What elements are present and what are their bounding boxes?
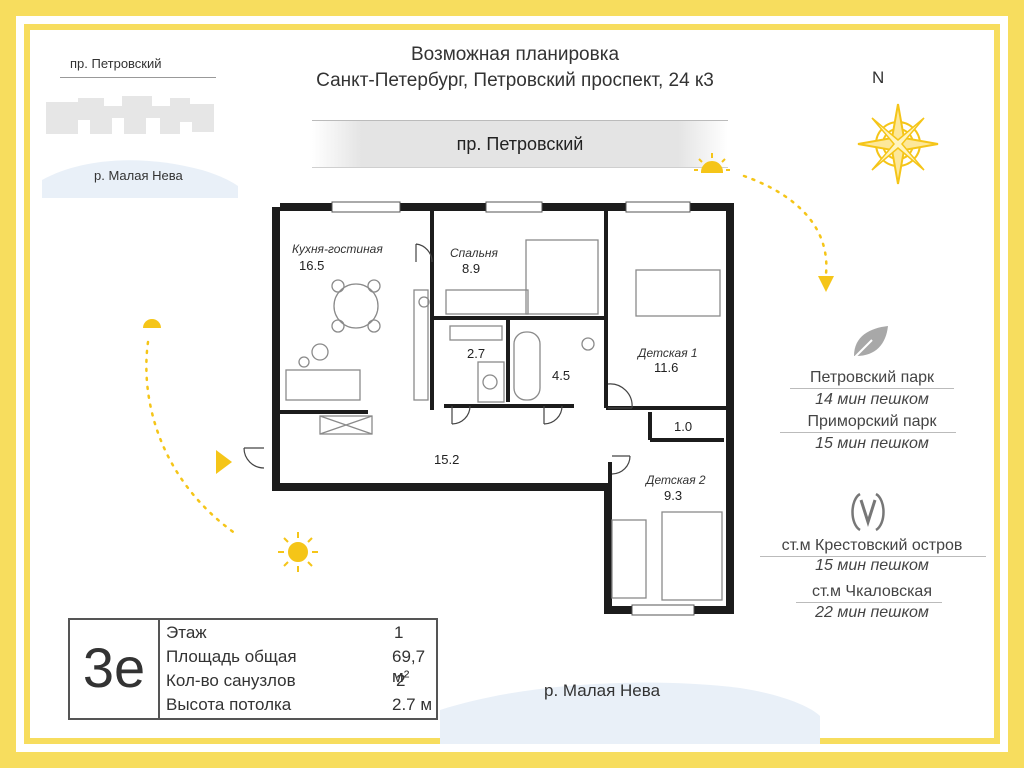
- info-row-ceiling: Высота потолка 2.7 м: [166, 695, 436, 717]
- park-2-name: Приморский парк: [807, 413, 937, 430]
- title-line-2: Санкт-Петербург, Петровский проспект, 24…: [316, 70, 714, 91]
- room-closet-area: 1.0: [674, 419, 693, 434]
- locator-buildings: [42, 96, 238, 198]
- park-2-time: 15 мин пешком: [815, 435, 929, 452]
- compass-rose-icon: [857, 103, 939, 185]
- info-row-label: Высота потолка: [166, 695, 292, 714]
- street-banner-label: пр. Петровский: [456, 134, 584, 154]
- park-1-name: Петровский парк: [809, 369, 935, 386]
- metro-1-underline: [760, 556, 986, 557]
- river-bottom-label: р. Малая Нева: [544, 681, 661, 700]
- metro-2-name: ст.м Чкаловская: [811, 583, 932, 600]
- compass-north-label: N: [872, 68, 885, 87]
- info-row-label: Этаж: [166, 623, 207, 642]
- info-row-value: 2: [396, 671, 406, 690]
- metro-1-name: ст.м Крестовский остров: [781, 537, 963, 554]
- room-kids1-area: 11.6: [654, 360, 679, 375]
- room-kids1-name: Детская 1: [638, 346, 698, 360]
- locator-street-line: [60, 77, 216, 78]
- info-row-label: Кол-во санузлов: [166, 671, 296, 690]
- locator-river-label: р. Малая Нева: [94, 168, 183, 183]
- locator-map: пр. Петровский р. Малая Нева: [42, 48, 242, 198]
- room-bedroom-area: 8.9: [462, 261, 481, 276]
- metro-1-time: 15 мин пешком: [815, 557, 929, 574]
- info-divider: [158, 620, 160, 718]
- park-2-underline: [780, 432, 956, 433]
- street-banner: пр. Петровский: [312, 120, 728, 168]
- info-row-value: 69,7 м²: [392, 647, 426, 686]
- info-row-area: Площадь общая 69,7 м²: [166, 647, 436, 686]
- metro-v-icon: [851, 492, 885, 532]
- room-kitchen-name: Кухня-гостиная: [292, 242, 383, 256]
- room-kids2-area: 9.3: [664, 488, 683, 503]
- room-bath1-area: 2.7: [467, 346, 486, 361]
- metro-2-time: 22 мин пешком: [815, 604, 929, 621]
- metro-2-underline: [796, 602, 942, 603]
- locator-street-label: пр. Петровский: [70, 56, 162, 71]
- title-line-1: Возможная планировка: [410, 44, 620, 65]
- room-kids2-name: Детская 2: [646, 473, 706, 487]
- leaf-icon: [851, 326, 888, 361]
- room-bedroom-name: Спальня: [450, 246, 498, 260]
- apartment-code: 3е: [82, 636, 146, 699]
- park-1-time: 14 мин пешком: [815, 391, 929, 408]
- river-shape: [440, 682, 820, 744]
- room-hall-area: 15.2: [434, 452, 460, 467]
- info-row-bathrooms: Кол-во санузлов 2: [166, 671, 436, 693]
- info-row-floor: Этаж 1: [166, 623, 436, 645]
- info-row-value: 1: [394, 623, 404, 642]
- room-kitchen-area: 16.5: [299, 258, 325, 273]
- park-1-underline: [790, 388, 954, 389]
- room-bath2-area: 4.5: [552, 368, 571, 383]
- info-row-value: 2.7 м: [392, 695, 433, 714]
- apartment-info-box: [68, 618, 438, 720]
- info-row-label: Площадь общая: [166, 647, 297, 666]
